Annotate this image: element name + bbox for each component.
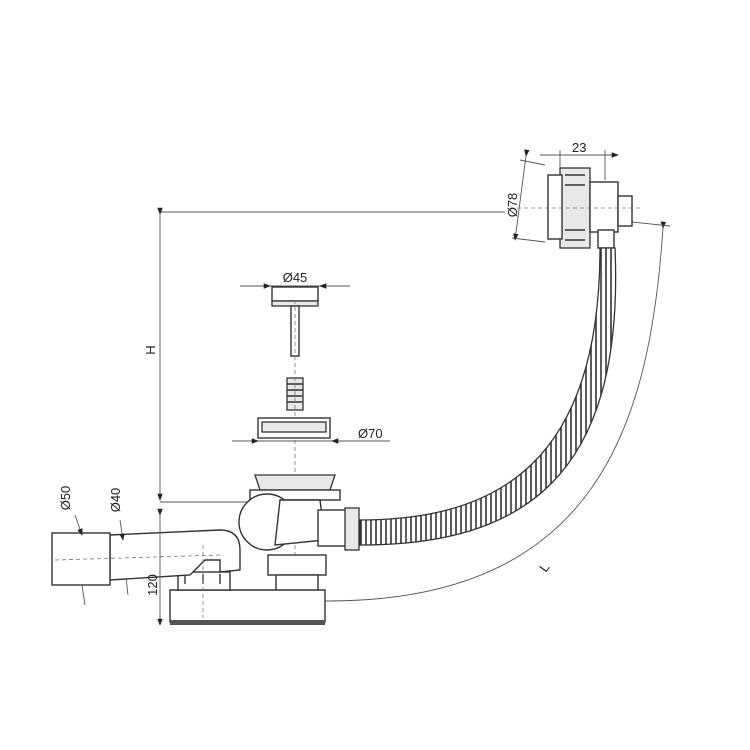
diameter-78-label: Ø78 bbox=[505, 193, 520, 218]
diameter-70-label: Ø70 bbox=[358, 426, 383, 441]
width-23-label: 23 bbox=[572, 140, 586, 155]
height-label: H bbox=[143, 345, 158, 354]
height-dimension: H bbox=[143, 207, 505, 503]
length-label: L bbox=[536, 560, 552, 575]
diameter-40-label: Ø40 bbox=[108, 488, 123, 513]
outlet-dimensions: Ø50 Ø40 120 bbox=[58, 486, 163, 626]
overflow-fitting: 23 Ø78 bbox=[505, 140, 640, 249]
height-120-label: 120 bbox=[145, 574, 160, 596]
diameter-45-label: Ø45 bbox=[283, 270, 308, 285]
trap-body bbox=[51, 474, 360, 625]
diameter-50-label: Ø50 bbox=[58, 486, 73, 511]
drain-flange: Ø70 bbox=[232, 417, 390, 444]
flexible-hose bbox=[359, 247, 617, 546]
